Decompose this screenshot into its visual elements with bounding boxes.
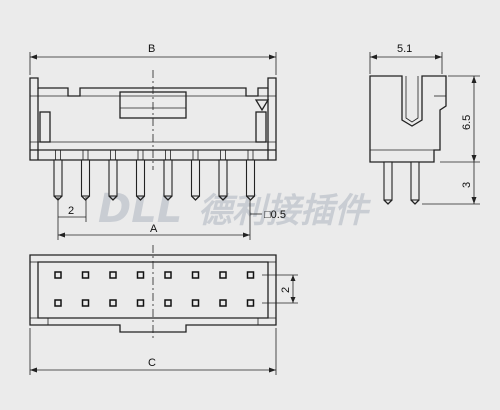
bottom-pin	[191, 299, 200, 307]
front-pin	[80, 159, 91, 197]
front-pin-root	[247, 149, 254, 161]
front-pin-row	[53, 149, 256, 201]
front-pin-root	[110, 149, 116, 161]
front-pin	[190, 159, 201, 197]
bottom-pin-grid	[54, 271, 255, 307]
dim-a-label: A	[150, 223, 158, 235]
front-pin-tip	[81, 195, 90, 201]
front-pin-root	[82, 149, 89, 161]
bottom-pin	[191, 271, 200, 279]
dim-pitch-label: 2	[68, 205, 74, 217]
front-pin	[163, 159, 173, 197]
front-pin	[135, 159, 146, 197]
watermark-chinese: 德利接插件	[198, 191, 372, 231]
front-pin	[53, 159, 63, 197]
side-view: 5.1 6.5 3	[369, 43, 480, 205]
front-pin-root	[55, 149, 61, 161]
bottom-pin	[81, 271, 90, 279]
front-pin-tip	[191, 195, 200, 201]
bottom-pin	[246, 271, 255, 279]
front-pin-tip	[163, 195, 173, 201]
bottom-pin	[164, 299, 172, 307]
front-pin-root	[137, 149, 144, 161]
bottom-pin	[81, 299, 90, 307]
front-pin-root	[192, 149, 199, 161]
front-pin	[218, 159, 228, 197]
bottom-pin	[54, 299, 62, 307]
front-pin-tip	[246, 195, 255, 201]
bottom-pin	[109, 299, 117, 307]
dim-row-pitch-label: 2	[280, 287, 292, 293]
dim-pin-length-label: 3	[461, 182, 473, 188]
bottom-pin	[164, 271, 172, 279]
bottom-view: 2 C	[29, 245, 298, 375]
dim-height-label: 6.5	[461, 115, 473, 130]
front-pin-root	[165, 149, 171, 161]
front-pin-tip	[136, 195, 145, 201]
bottom-pin	[136, 299, 145, 307]
dim-width-label: 5.1	[397, 43, 412, 55]
dim-b-label: B	[148, 43, 155, 55]
front-view: B 2 □0.5 A	[29, 43, 286, 240]
bottom-pin	[246, 299, 255, 307]
bottom-pin	[109, 271, 117, 279]
front-pin-tip	[218, 195, 228, 201]
front-pin	[108, 159, 118, 197]
dim-c-label: C	[148, 357, 156, 369]
front-pin-tip	[108, 195, 118, 201]
bottom-pin	[219, 271, 227, 279]
bottom-pin	[136, 271, 145, 279]
dim-pin-size-label: □0.5	[264, 209, 286, 221]
bottom-pin	[54, 271, 62, 279]
front-pin	[245, 159, 256, 197]
bottom-pin	[219, 299, 227, 307]
front-pin-root	[220, 149, 226, 161]
